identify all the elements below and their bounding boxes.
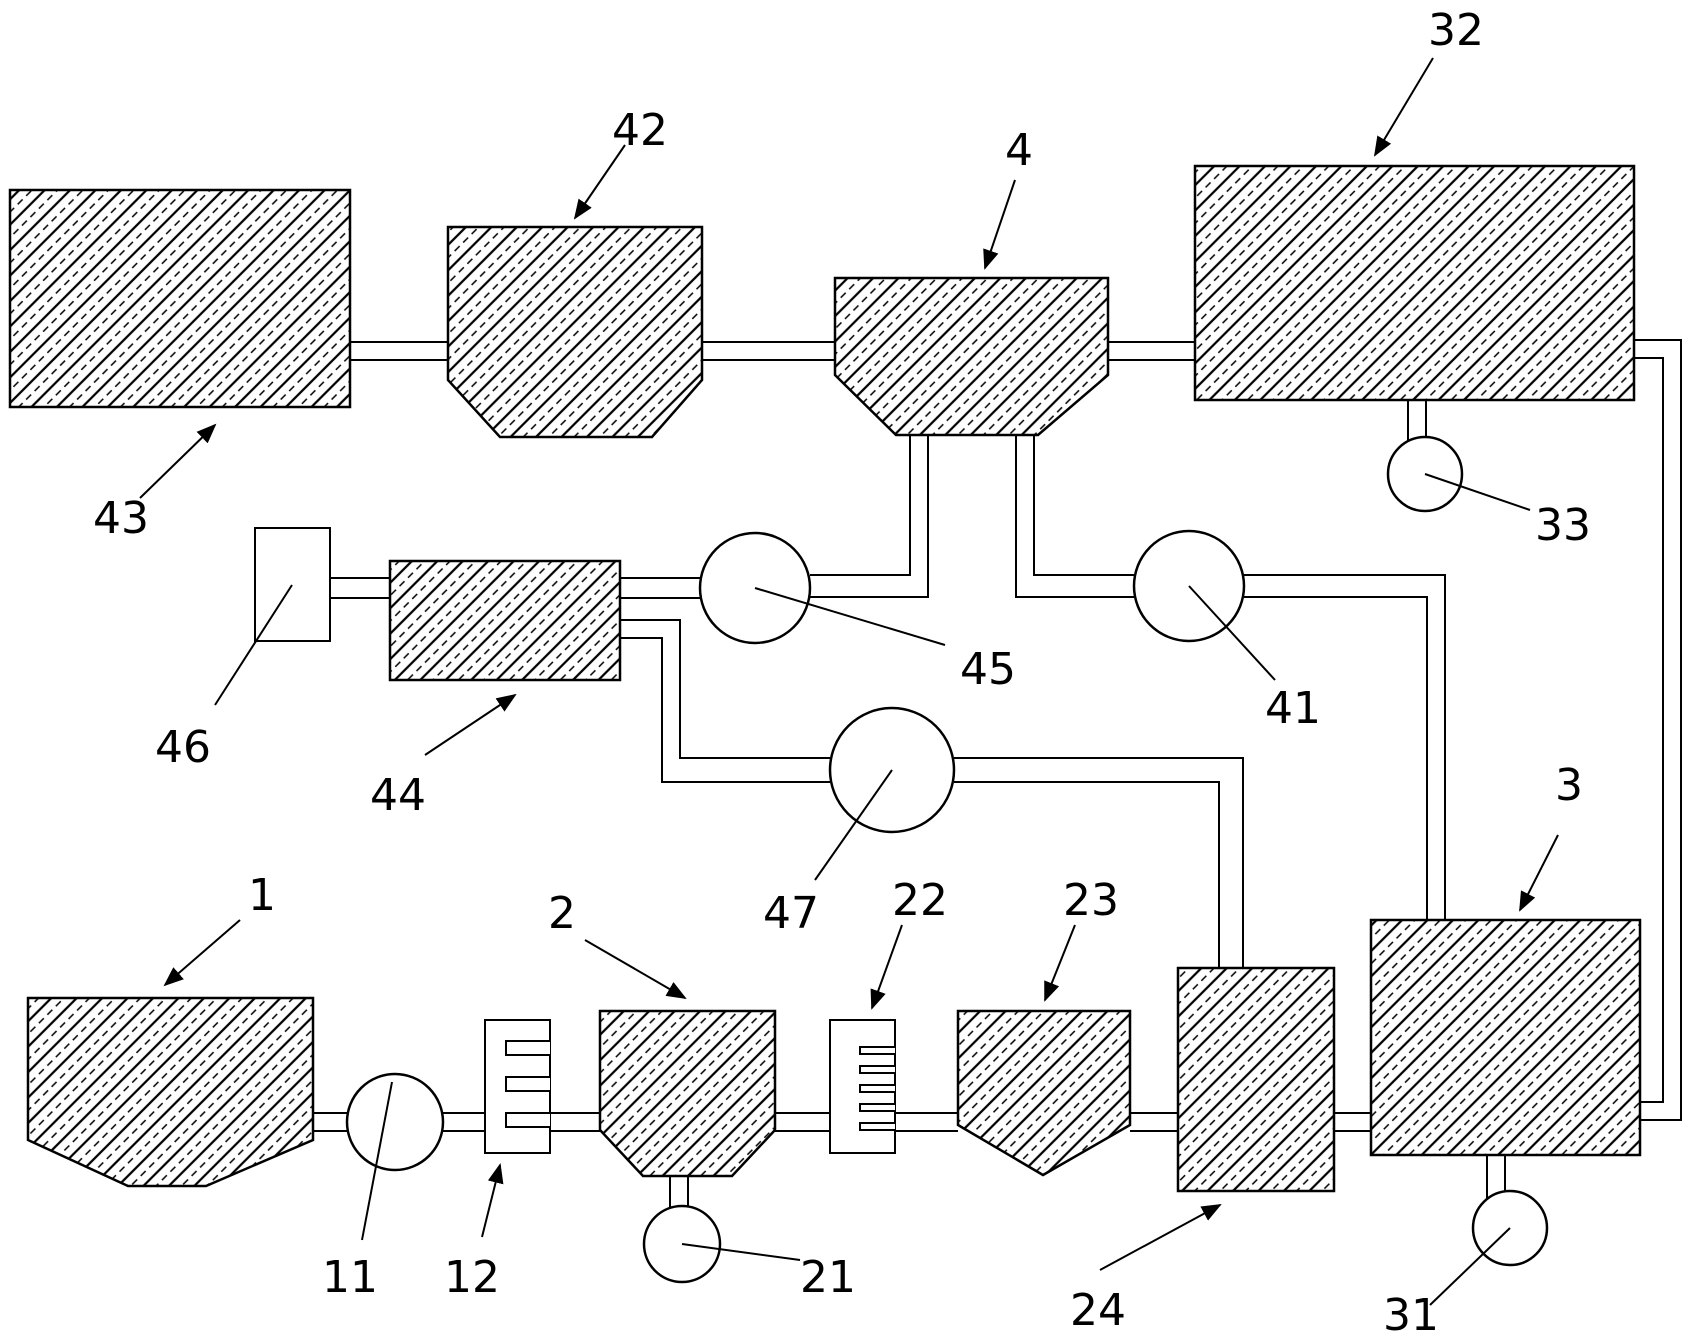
tank-2	[598, 1009, 777, 1178]
label-24: 24	[1070, 1285, 1126, 1336]
pipe-2-22	[775, 1112, 830, 1132]
leader-32	[1373, 57, 1434, 157]
label-4: 4	[1005, 125, 1033, 176]
label-3: 3	[1555, 760, 1583, 811]
tank-1	[26, 996, 315, 1188]
tanks	[8, 164, 1642, 1193]
label-42: 42	[612, 105, 668, 156]
pipe-44-45	[620, 577, 700, 599]
tank-23	[956, 1009, 1132, 1177]
leaders	[139, 57, 1559, 1306]
pipe-42-4	[702, 341, 835, 361]
label-21: 21	[800, 1252, 856, 1303]
leader-41	[1188, 585, 1276, 681]
label-43: 43	[93, 493, 149, 544]
pipe-12-2	[550, 1112, 600, 1132]
leader-43	[139, 423, 217, 499]
label-46: 46	[155, 722, 211, 773]
leader-24	[1099, 1204, 1222, 1271]
leader-42	[573, 144, 626, 220]
tank-32	[1193, 164, 1636, 402]
pipe-41-3	[1244, 574, 1446, 920]
label-23: 23	[1063, 875, 1119, 926]
label-12: 12	[444, 1252, 500, 1303]
pipe-11-12	[443, 1112, 485, 1132]
tank-44	[388, 559, 622, 682]
leader-22	[870, 924, 903, 1010]
pump-11	[345, 1072, 445, 1172]
leader-47	[814, 769, 893, 881]
tank-4	[833, 276, 1110, 437]
leader-4	[983, 179, 1016, 270]
label-47: 47	[763, 888, 819, 939]
pipe-1-11	[313, 1112, 350, 1132]
pipe-4-41	[1015, 435, 1134, 598]
label-45: 45	[960, 644, 1016, 695]
pipe-46-44	[330, 577, 390, 599]
leader-31	[1429, 1227, 1511, 1306]
leader-2	[584, 939, 687, 1000]
tank-42	[446, 225, 704, 439]
leader-1	[163, 919, 241, 987]
filter-22	[829, 1019, 896, 1154]
leader-12	[481, 1163, 504, 1238]
pipe-22-23	[895, 1112, 958, 1132]
pipe-24-3	[1334, 1112, 1371, 1132]
leader-44	[424, 693, 517, 756]
tank-24	[1176, 966, 1336, 1193]
pipe-43-42	[350, 341, 448, 361]
tank-43	[8, 188, 352, 409]
pipe-44-47	[620, 619, 830, 783]
leader-46	[214, 584, 293, 706]
label-41: 41	[1265, 683, 1321, 734]
pipe-23-24	[1130, 1112, 1178, 1132]
pipe-47-24	[954, 757, 1244, 968]
label-33: 33	[1535, 500, 1591, 551]
leader-23	[1044, 924, 1076, 1002]
leader-33	[1424, 473, 1531, 511]
leader-45	[754, 587, 946, 646]
label-2: 2	[548, 888, 576, 939]
label-44: 44	[370, 770, 426, 821]
leader-21	[681, 1243, 801, 1261]
label-22: 22	[892, 875, 948, 926]
pipe-4-32	[1108, 341, 1195, 361]
label-32: 32	[1428, 5, 1484, 56]
pipe-32-3	[1634, 339, 1682, 1121]
label-1: 1	[248, 870, 276, 921]
label-31: 31	[1383, 1290, 1439, 1336]
leader-3	[1519, 834, 1559, 912]
leader-11	[361, 1081, 393, 1241]
tank-3	[1369, 918, 1642, 1157]
pipe-4-45	[810, 435, 929, 598]
filter-12	[484, 1019, 551, 1154]
labels: 1 2 3 4 11 12 21 22 23 24 31 32 33 41 42…	[93, 5, 1591, 1336]
label-11: 11	[322, 1252, 378, 1303]
